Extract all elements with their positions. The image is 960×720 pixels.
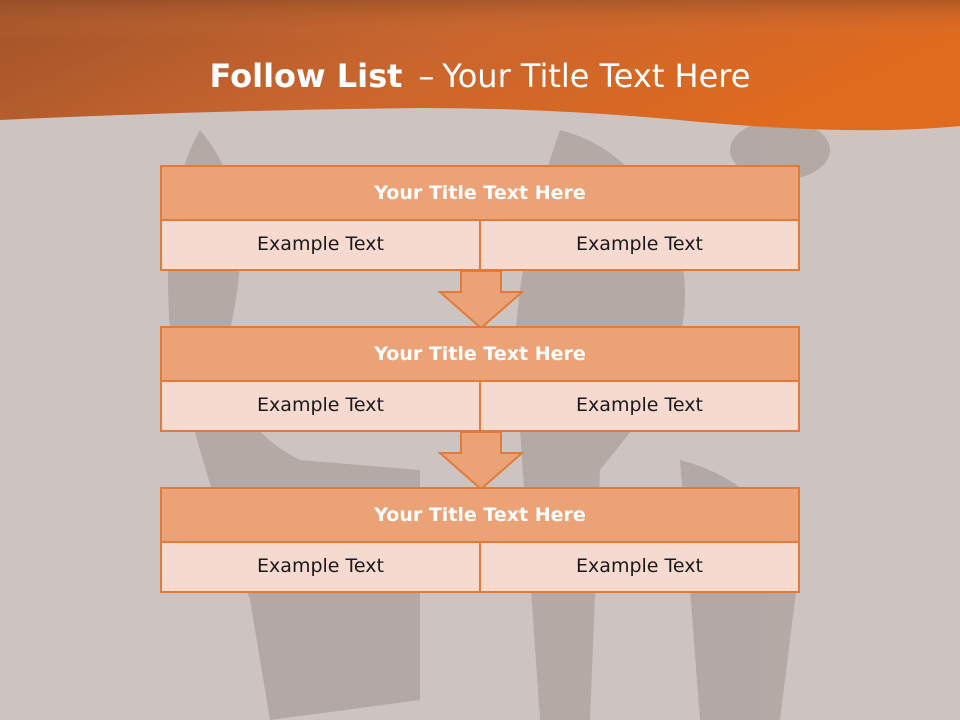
title-dash: –: [418, 57, 435, 95]
block-cell-right: Example Text: [479, 382, 798, 430]
block-cell-left: Example Text: [257, 555, 384, 577]
block-cell-right: Example Text: [479, 543, 798, 591]
block-row: Example Text Example Text: [160, 543, 800, 593]
block-row: Example Text Example Text: [160, 221, 800, 271]
block-row: Example Text Example Text: [160, 382, 800, 432]
title-bold: Follow List: [209, 57, 403, 95]
down-arrow-icon: [438, 431, 524, 491]
block-cell-left: Example Text: [257, 394, 384, 416]
down-arrow-icon: [438, 270, 524, 330]
follow-block-1: Your Title Text Here Example Text Exampl…: [160, 165, 800, 271]
block-title: Your Title Text Here: [160, 487, 800, 543]
block-cell-right: Example Text: [479, 221, 798, 269]
block-title: Your Title Text Here: [160, 326, 800, 382]
block-title: Your Title Text Here: [160, 165, 800, 221]
follow-block-3: Your Title Text Here Example Text Exampl…: [160, 487, 800, 593]
slide-title: Follow List–Your Title Text Here: [0, 52, 960, 100]
block-cell-left: Example Text: [257, 233, 384, 255]
title-rest: Your Title Text Here: [442, 57, 751, 95]
follow-block-2: Your Title Text Here Example Text Exampl…: [160, 326, 800, 432]
